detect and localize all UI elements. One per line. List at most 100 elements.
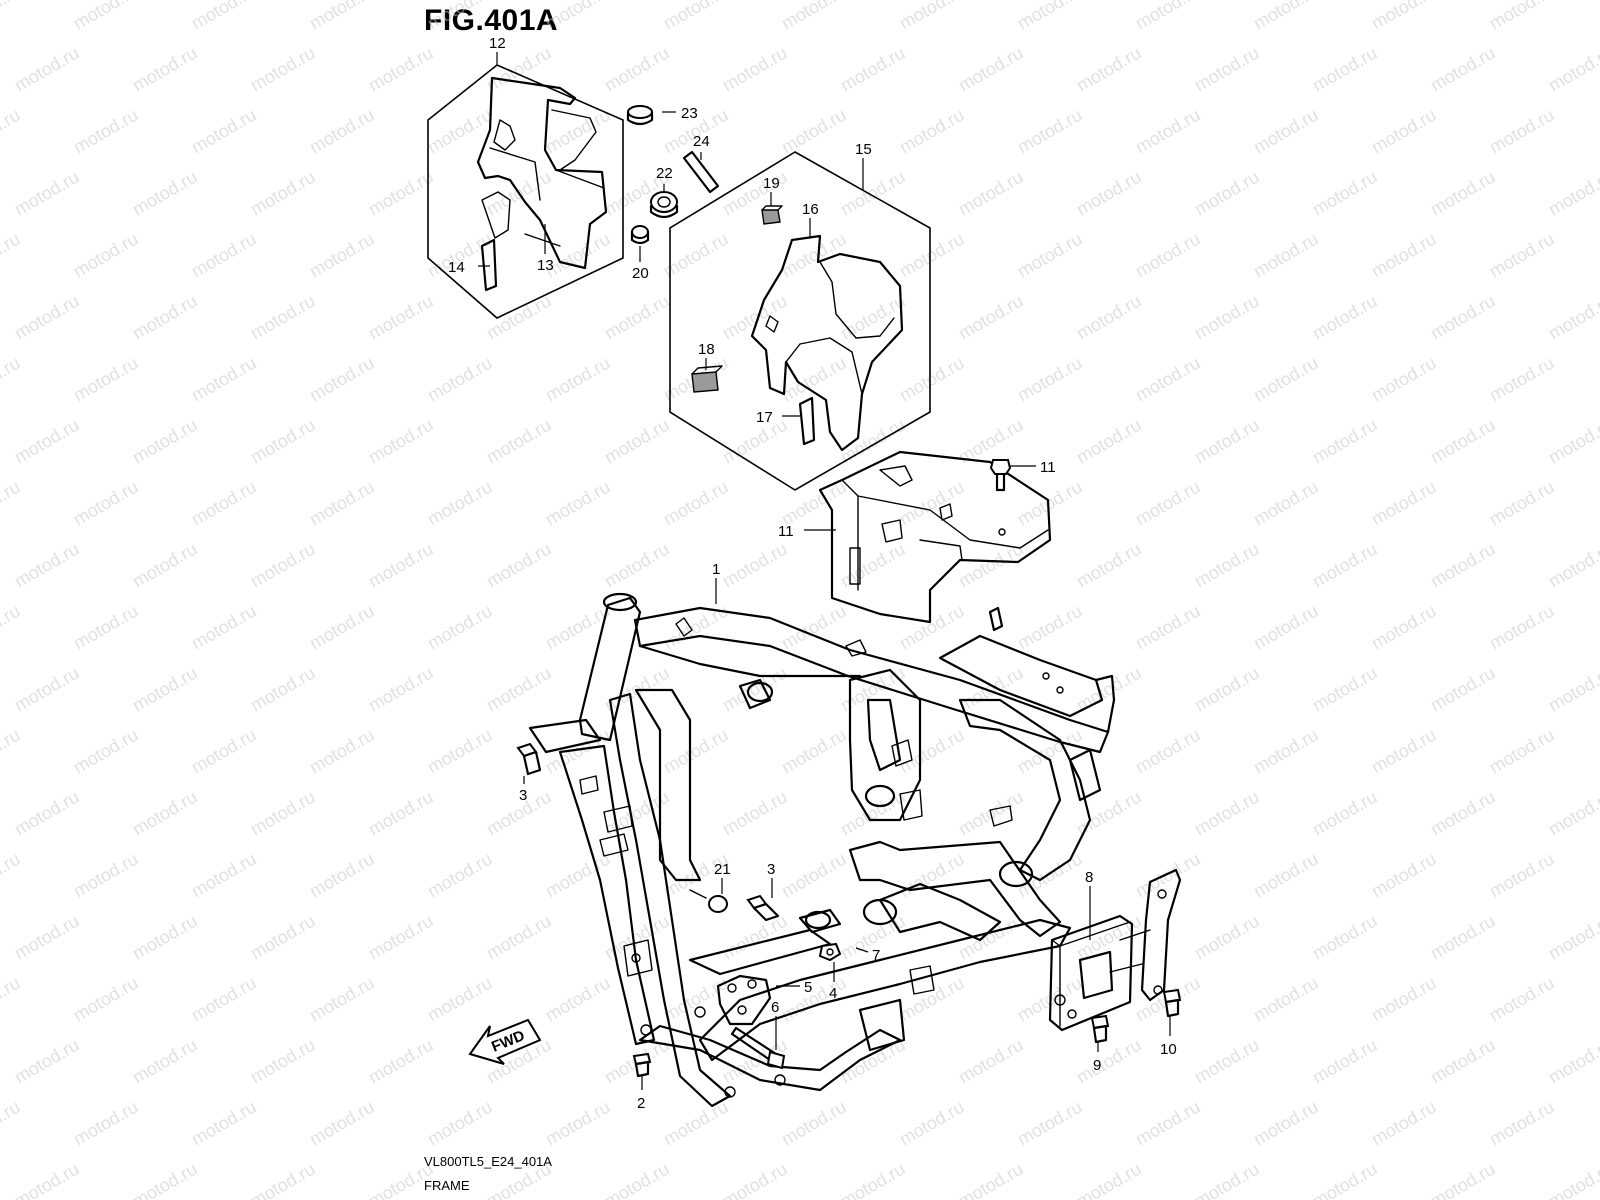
watermark-text: motod.ru — [424, 353, 496, 406]
watermark-text: motod.ru — [0, 973, 24, 1026]
watermark-text: motod.ru — [0, 105, 24, 158]
watermark-text: motod.ru — [188, 849, 260, 902]
callout-18: 17 — [756, 409, 773, 426]
watermark-text: motod.ru — [424, 601, 496, 654]
watermark-text: motod.ru — [483, 911, 555, 964]
watermark-text: motod.ru — [1132, 105, 1204, 158]
watermark-text: motod.ru — [0, 477, 24, 530]
bolt-22-plug — [689, 889, 728, 913]
watermark-text: motod.ru — [1132, 1097, 1204, 1150]
right-frame-cover-part — [750, 234, 904, 452]
watermark-text: motod.ru — [719, 539, 791, 592]
drawing-name: FRAME — [424, 1178, 470, 1193]
watermark-text: motod.ru — [660, 973, 732, 1026]
watermark-text: motod.ru — [0, 353, 24, 406]
watermark-text: motod.ru — [247, 415, 319, 468]
watermark-text: motod.ru — [424, 725, 496, 778]
watermark-text: motod.ru — [1132, 849, 1204, 902]
watermark-text: motod.ru — [1545, 167, 1600, 220]
watermark-text: motod.ru — [1309, 167, 1381, 220]
watermark-text: motod.ru — [188, 0, 260, 33]
watermark-text: motod.ru — [778, 105, 850, 158]
watermark-text: motod.ru — [1309, 1159, 1381, 1200]
collar-21 — [630, 225, 650, 245]
watermark-text: motod.ru — [70, 601, 142, 654]
watermark-text: motod.ru — [660, 0, 732, 33]
watermark-text: motod.ru — [1073, 663, 1145, 716]
watermark-text: motod.ru — [1486, 725, 1558, 778]
watermark-text: motod.ru — [247, 911, 319, 964]
callout-7: 7 — [872, 947, 880, 964]
watermark-text: motod.ru — [11, 415, 83, 468]
watermark-text: motod.ru — [11, 1159, 83, 1200]
watermark-text: motod.ru — [955, 43, 1027, 96]
watermark-text: motod.ru — [837, 1159, 909, 1200]
watermark-text: motod.ru — [1368, 229, 1440, 282]
callout-3-upper: 3 — [519, 787, 527, 804]
kit-box-left-cover — [427, 64, 624, 319]
watermark-text: motod.ru — [1427, 663, 1499, 716]
watermark-text: motod.ru — [955, 539, 1027, 592]
watermark-text: motod.ru — [1191, 291, 1263, 344]
watermark-text: motod.ru — [70, 973, 142, 1026]
watermark-text: motod.ru — [365, 663, 437, 716]
watermark-text: motod.ru — [1073, 1159, 1145, 1200]
watermark-text: motod.ru — [896, 477, 968, 530]
watermark-text: motod.ru — [955, 1035, 1027, 1088]
figure-title: FIG.401A — [424, 4, 559, 37]
watermark-text: motod.ru — [1250, 229, 1322, 282]
bolt-9 — [1090, 1014, 1110, 1044]
damper-strip-25 — [682, 150, 720, 194]
watermark-text: motod.ru — [1132, 725, 1204, 778]
watermark-text: motod.ru — [306, 0, 378, 33]
watermark-text: motod.ru — [247, 1035, 319, 1088]
watermark-text: motod.ru — [542, 1097, 614, 1150]
watermark-text: motod.ru — [1368, 1097, 1440, 1150]
watermark-text: motod.ru — [365, 539, 437, 592]
watermark-text: motod.ru — [719, 291, 791, 344]
watermark-text: motod.ru — [1486, 0, 1558, 33]
watermark-text: motod.ru — [542, 105, 614, 158]
bolt-6 — [730, 1026, 786, 1070]
watermark-text: motod.ru — [1191, 787, 1263, 840]
grommet-24 — [626, 105, 654, 126]
watermark-text: motod.ru — [424, 477, 496, 530]
callout-13: 12 — [489, 35, 506, 52]
watermark-text: motod.ru — [837, 663, 909, 716]
watermark-text: motod.ru — [306, 353, 378, 406]
watermark-text: motod.ru — [70, 477, 142, 530]
watermark-text: motod.ru — [1191, 1035, 1263, 1088]
watermark-text: motod.ru — [1486, 849, 1558, 902]
watermark-text: motod.ru — [1427, 1035, 1499, 1088]
callout-1: 1 — [712, 561, 720, 578]
watermark-text: motod.ru — [11, 539, 83, 592]
cushion-pad-18 — [798, 396, 816, 446]
watermark-text: motod.ru — [1073, 1035, 1145, 1088]
watermark-text: motod.ru — [955, 1159, 1027, 1200]
watermark-text: motod.ru — [247, 539, 319, 592]
watermark-text: motod.ru — [1545, 43, 1600, 96]
watermark-text: motod.ru — [1073, 539, 1145, 592]
watermark-text: motod.ru — [955, 291, 1027, 344]
watermark-text: motod.ru — [306, 229, 378, 282]
bracket-assembly-8 — [1048, 868, 1182, 1032]
watermark-text: motod.ru — [247, 787, 319, 840]
watermark-text: motod.ru — [129, 291, 201, 344]
watermark-text: motod.ru — [129, 911, 201, 964]
watermark-text: motod.ru — [1427, 167, 1499, 220]
watermark-text: motod.ru — [1250, 601, 1322, 654]
watermark-text: motod.ru — [1545, 1035, 1600, 1088]
watermark-text: motod.ru — [188, 1097, 260, 1150]
watermark-text: motod.ru — [306, 849, 378, 902]
watermark-text: motod.ru — [1309, 539, 1381, 592]
callout-17: 16 — [802, 201, 819, 218]
cushion-block-19 — [691, 365, 723, 393]
watermark-text: motod.ru — [1309, 415, 1381, 468]
watermark-text: motod.ru — [719, 1159, 791, 1200]
watermark-text: motod.ru — [0, 229, 24, 282]
watermark-text: motod.ru — [1014, 353, 1086, 406]
watermark-text: motod.ru — [188, 105, 260, 158]
callout-20: 19 — [763, 175, 780, 192]
watermark-text: motod.ru — [896, 0, 968, 33]
